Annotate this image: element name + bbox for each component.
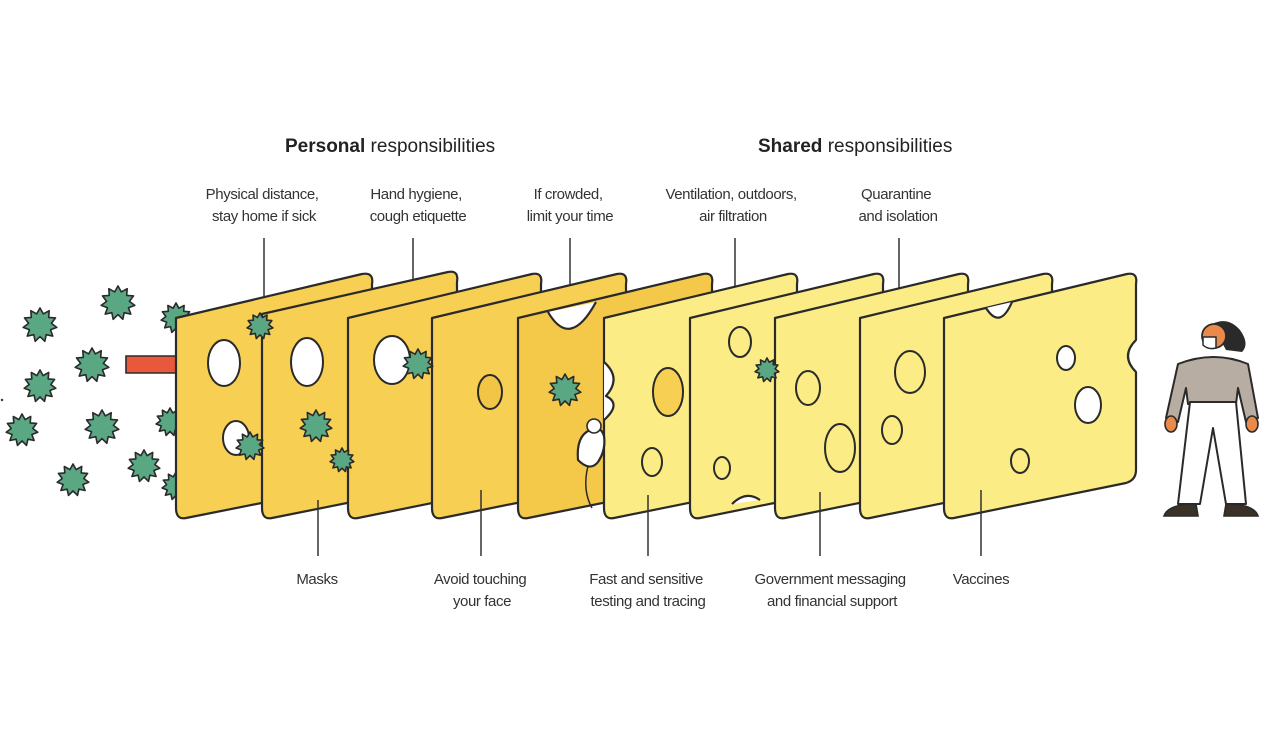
- virus-icon: [23, 369, 57, 403]
- personal-heading-rest: responsibilities: [365, 136, 495, 157]
- virus-in-holes: [235, 312, 780, 473]
- label-avoid-touching-face: Avoid touching your face: [434, 571, 530, 610]
- label-testing-line1: Fast and sensitive: [589, 571, 703, 588]
- virus-icon: [235, 431, 265, 461]
- label-government-messaging: Government messaging and financial suppo…: [754, 571, 909, 610]
- cheese-slice-vaccines: [942, 272, 1138, 520]
- virus-icon: [329, 447, 355, 473]
- label-hand-hygiene-line2: cough etiquette: [370, 208, 467, 225]
- virus-icon: [22, 307, 58, 343]
- virus-icon: [84, 409, 120, 445]
- label-avoid-touching-line1: Avoid touching: [434, 571, 527, 588]
- virus-icon: [754, 357, 780, 383]
- label-testing-line2: testing and tracing: [591, 593, 706, 610]
- mouse-icon: [576, 418, 606, 509]
- person-icon: [1162, 321, 1260, 517]
- label-testing-tracing: Fast and sensitive testing and tracing: [589, 571, 706, 610]
- edge-dot: [0, 398, 4, 402]
- virus-icon: [299, 409, 333, 443]
- label-hand-hygiene-line1: Hand hygiene,: [370, 186, 462, 203]
- virus-icon: [127, 449, 161, 483]
- label-vaccines: Vaccines: [953, 571, 1010, 588]
- label-quarantine-line1: Quarantine: [861, 186, 931, 203]
- label-quarantine-line2: and isolation: [858, 208, 937, 225]
- bottom-leader-lines: [317, 490, 982, 556]
- personal-responsibilities-heading: Personal responsibilities: [285, 136, 495, 157]
- label-quarantine: Quarantine and isolation: [858, 186, 937, 225]
- bottom-labels: Masks Avoid touching your face Fast and …: [296, 571, 1009, 610]
- label-government-line2: and financial support: [767, 593, 898, 610]
- shared-heading-bold: Shared: [758, 136, 822, 157]
- label-if-crowded-line1: If crowded,: [534, 186, 603, 203]
- label-hand-hygiene: Hand hygiene, cough etiquette: [370, 186, 467, 225]
- label-physical-distance: Physical distance, stay home if sick: [206, 186, 323, 225]
- virus-icon: [402, 348, 434, 380]
- label-if-crowded-line2: limit your time: [527, 208, 614, 225]
- label-masks: Masks: [296, 571, 337, 588]
- virus-icon: [5, 413, 39, 447]
- label-ventilation-line2: air filtration: [699, 208, 767, 225]
- virus-icon: [56, 463, 90, 497]
- virus-icon: [74, 347, 110, 383]
- top-labels: Physical distance, stay home if sick Han…: [206, 186, 938, 225]
- label-physical-distance-line1: Physical distance,: [206, 186, 319, 203]
- virus-icon: [246, 312, 274, 340]
- label-physical-distance-line2: stay home if sick: [212, 208, 317, 225]
- personal-heading-bold: Personal: [285, 136, 365, 157]
- virus-icon: [548, 373, 582, 407]
- label-government-line1: Government messaging: [754, 571, 905, 588]
- label-vaccines-line1: Vaccines: [953, 571, 1010, 588]
- shared-responsibilities-heading: Shared responsibilities: [758, 136, 952, 157]
- label-avoid-touching-line2: your face: [453, 593, 511, 610]
- label-if-crowded: If crowded, limit your time: [527, 186, 614, 225]
- shared-heading-rest: responsibilities: [822, 136, 952, 157]
- label-masks-line1: Masks: [296, 571, 337, 588]
- virus-cluster: [5, 285, 192, 501]
- label-ventilation: Ventilation, outdoors, air filtration: [665, 186, 800, 225]
- label-ventilation-line1: Ventilation, outdoors,: [665, 186, 796, 203]
- virus-icon: [100, 285, 136, 321]
